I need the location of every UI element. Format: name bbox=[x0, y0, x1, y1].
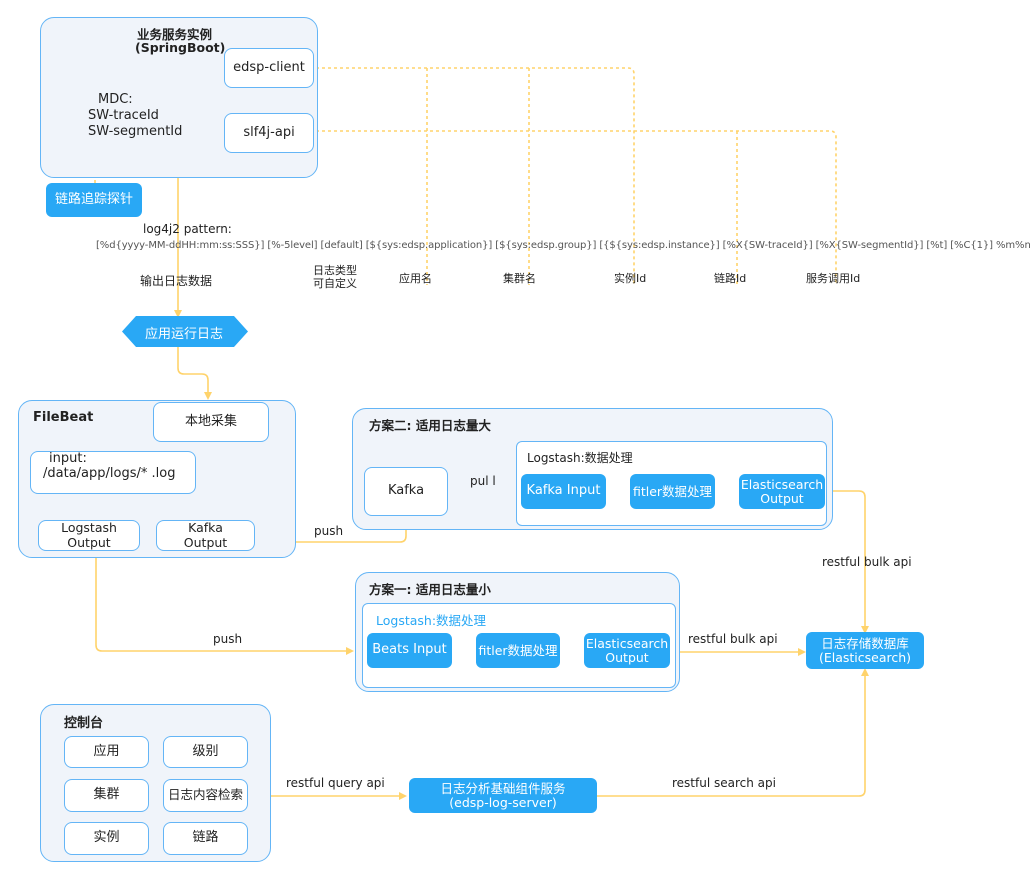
plan1-filter-box[interactable]: fitler数据处理 bbox=[476, 633, 560, 668]
console-item-app[interactable]: 应用 bbox=[64, 736, 149, 768]
query-api-label: restful query api bbox=[286, 776, 385, 790]
console-item-level[interactable]: 级别 bbox=[163, 736, 248, 768]
cluster-name-label: 集群名 bbox=[503, 272, 536, 285]
bulk-api-mid-label: restful bulk api bbox=[688, 632, 778, 646]
input-label: input: bbox=[49, 451, 87, 466]
plan2-es-output-box[interactable]: Elasticsearch Output bbox=[739, 474, 825, 509]
filebeat-title: FileBeat bbox=[33, 410, 94, 425]
trace-id-label: 链路Id bbox=[714, 272, 747, 285]
pattern-text: [%d{yyyy-MM-ddHH:mm:ss:SSS}] [%-5level] … bbox=[96, 240, 1031, 251]
app-name-label: 应用名 bbox=[399, 272, 432, 285]
plan2-filter-box[interactable]: fitler数据处理 bbox=[630, 474, 715, 509]
client-field-line bbox=[316, 67, 635, 285]
bulk-api-top-label: restful bulk api bbox=[822, 555, 912, 569]
service-call-id-label: 服务调用Id bbox=[806, 272, 861, 285]
pattern-label: log4j2 pattern: bbox=[143, 222, 232, 236]
api-field-line bbox=[316, 130, 837, 285]
plan1-push-label: push bbox=[213, 632, 243, 646]
plan1-es-output-box[interactable]: Elasticsearch Output bbox=[584, 633, 670, 668]
edsp-client-box[interactable]: edsp-client bbox=[224, 48, 314, 88]
kafka-output-box[interactable]: Kafka Output bbox=[156, 520, 255, 551]
beats-input-box[interactable]: Beats Input bbox=[367, 633, 452, 668]
plan2-title: 方案二: 适用日志量大 bbox=[369, 418, 491, 433]
app-log-hexagon bbox=[122, 316, 248, 347]
pull-label: pul l bbox=[470, 474, 496, 488]
service-title-line2: (SpringBoot) bbox=[135, 40, 226, 55]
log-storage-box[interactable]: 日志存储数据库 (Elasticsearch) bbox=[806, 632, 924, 669]
input-path-box[interactable]: input: /data/app/logs/* .log bbox=[30, 451, 196, 494]
kafka-input-box[interactable]: Kafka Input bbox=[521, 474, 606, 509]
console-item-trace[interactable]: 链路 bbox=[163, 822, 248, 855]
input-path: /data/app/logs/* .log bbox=[43, 465, 176, 481]
logstash-output-box[interactable]: Logstash Output bbox=[38, 520, 140, 551]
log-type-label-1: 日志类型 bbox=[313, 264, 357, 277]
app-log-label: 应用运行日志 bbox=[145, 327, 224, 342]
console-item-cluster[interactable]: 集群 bbox=[64, 779, 149, 812]
plan2-push-label: push bbox=[314, 524, 344, 538]
console-item-log-search[interactable]: 日志内容检索 bbox=[163, 779, 248, 812]
console-item-instance[interactable]: 实例 bbox=[64, 822, 149, 855]
kafka-box[interactable]: Kafka bbox=[364, 467, 448, 516]
output-log-label: 输出日志数据 bbox=[140, 274, 213, 288]
log-type-label-2: 可自定义 bbox=[313, 277, 357, 290]
plan1-title: 方案一: 适用日志量小 bbox=[369, 582, 491, 597]
trace-probe[interactable]: 链路追踪探针 bbox=[46, 183, 142, 217]
log-server-box[interactable]: 日志分析基础组件服务 (edsp-log-server) bbox=[409, 778, 597, 813]
search-api-label: restful search api bbox=[672, 776, 776, 790]
plan1-logstash-title: Logstash:数据处理 bbox=[376, 613, 487, 628]
service-title-line1: 业务服务实例 bbox=[137, 27, 213, 42]
instance-id-label: 实例Id bbox=[614, 272, 647, 285]
mdc-traceid: SW-traceId bbox=[88, 108, 159, 123]
local-collect-box[interactable]: 本地采集 bbox=[153, 402, 269, 442]
slf4j-api-box[interactable]: slf4j-api bbox=[224, 113, 314, 153]
mdc-label: MDC: bbox=[98, 92, 133, 107]
mdc-segmentid: SW-segmentId bbox=[88, 124, 183, 139]
console-title: 控制台 bbox=[64, 716, 104, 731]
plan2-logstash-title: Logstash:数据处理 bbox=[527, 451, 633, 465]
